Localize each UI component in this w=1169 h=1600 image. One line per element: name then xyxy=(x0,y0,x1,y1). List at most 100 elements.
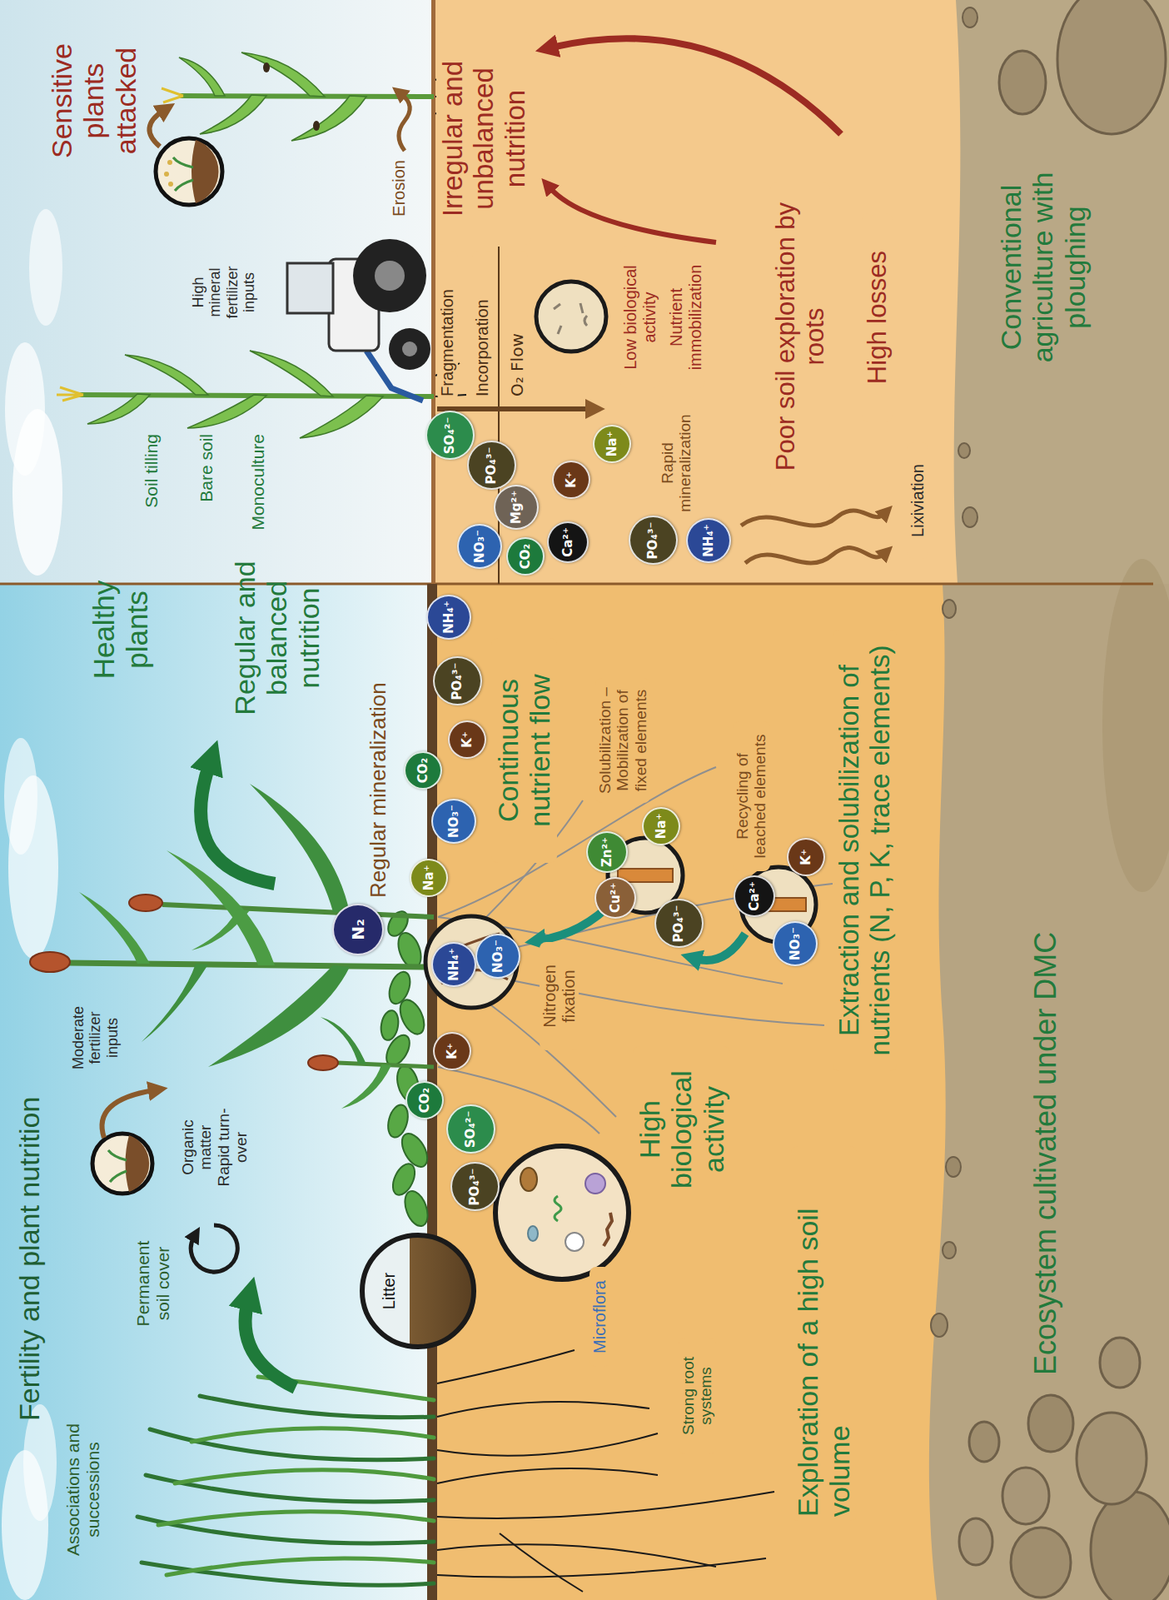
ion-circle: K⁺ xyxy=(432,1031,472,1070)
ion-circle: PO₄³⁻ xyxy=(654,899,704,949)
annotation-label: Associations and successions xyxy=(63,1399,103,1579)
leaf xyxy=(400,1187,433,1229)
soil-detail xyxy=(553,303,587,334)
grass-roots xyxy=(437,1349,775,1592)
rock xyxy=(1090,1491,1169,1600)
soil xyxy=(433,583,1169,1600)
pebble xyxy=(945,1156,961,1177)
leaf xyxy=(179,57,225,96)
leaf xyxy=(241,52,325,97)
insect xyxy=(263,62,270,73)
wheel xyxy=(388,328,431,370)
node-text: Ca²⁺ xyxy=(561,527,576,558)
rock-shadow xyxy=(1102,558,1169,892)
node-text: Litter xyxy=(379,1268,398,1313)
rock xyxy=(1028,1394,1074,1452)
node-text: Mg²⁺ xyxy=(509,490,524,524)
leaching-arrow xyxy=(741,510,885,526)
fertilizer-soil xyxy=(191,139,219,204)
erosion-arrow xyxy=(398,94,410,151)
rock xyxy=(1057,0,1166,135)
node-text: NO₃⁻ xyxy=(788,926,803,961)
input-arrow xyxy=(149,110,164,147)
grass-blade xyxy=(141,1561,434,1585)
ion-circle: PO₄³⁻ xyxy=(628,516,678,566)
rock xyxy=(1076,1412,1147,1504)
panicle xyxy=(129,894,163,911)
granule xyxy=(164,171,170,177)
rock xyxy=(969,1421,1000,1462)
turnover-arrow xyxy=(190,1224,238,1272)
annotation-label: High mineral fertilizer inputs xyxy=(189,250,258,334)
leaf xyxy=(208,965,350,1067)
annotation-label: Extraction and solubilization of nutrien… xyxy=(832,629,897,1071)
leaf xyxy=(299,395,384,438)
grass-blade xyxy=(158,1511,434,1525)
node-text: CO₂ xyxy=(417,1087,433,1113)
maize-plant xyxy=(161,52,463,141)
rock xyxy=(1010,1527,1071,1597)
annotation-label: Irregular and unbalanced nutrition xyxy=(436,32,532,245)
hub xyxy=(402,341,418,357)
microbe xyxy=(603,1212,612,1246)
leaf xyxy=(341,1064,392,1109)
tassel xyxy=(161,88,184,103)
annotation-label: Sensitive plants attacked xyxy=(45,17,142,185)
hub xyxy=(374,260,405,291)
ion-circle: CO₂ xyxy=(506,537,545,576)
leaf xyxy=(378,1009,401,1042)
node-text: PO₄³⁻ xyxy=(467,1168,483,1206)
sky xyxy=(0,0,434,584)
microbe xyxy=(554,1195,562,1221)
node-text: Na⁺ xyxy=(605,431,620,458)
root xyxy=(437,1543,717,1567)
ion-circle: NO₃⁻ xyxy=(431,798,477,844)
node-text: Ca²⁺ xyxy=(747,880,762,911)
ion-circle: CO₂ xyxy=(405,1080,444,1120)
leaf xyxy=(291,95,367,141)
node-text: PO₄³⁻ xyxy=(671,905,687,943)
leaf xyxy=(249,350,334,397)
rock xyxy=(959,1517,993,1565)
leaf xyxy=(87,393,150,424)
cloud xyxy=(29,208,63,326)
ion-circle: Mg²⁺ xyxy=(493,484,539,530)
annotation-label: Monoculture xyxy=(248,433,269,568)
node-text: NH₄⁺ xyxy=(442,600,457,634)
panicle xyxy=(29,951,70,972)
input-arrow xyxy=(102,1089,155,1138)
ion-circle: Ca²⁺ xyxy=(733,875,776,917)
ion-circle: NH₄⁺ xyxy=(686,517,732,563)
annotation-label: Lixiviation xyxy=(907,442,929,559)
ion-circle: Cu²⁺ xyxy=(594,876,637,919)
ion-circle: N₂ xyxy=(332,903,384,956)
annotation-label: Permanent soil cover xyxy=(133,1228,173,1338)
annotation-label: O₂ Flow xyxy=(507,250,528,401)
ion-circle: NH₄⁺ xyxy=(431,941,477,987)
annotation-label: High losses xyxy=(861,213,893,422)
annotation-label: Ecosystem cultivated under DMC xyxy=(1029,808,1064,1375)
ion-circle: SO₄²⁻ xyxy=(446,1104,496,1155)
soil xyxy=(433,0,1169,584)
root xyxy=(437,1349,575,1383)
ion-circle: Zn²⁺ xyxy=(586,830,628,873)
ion-circle: NO₃⁻ xyxy=(457,523,503,569)
node-text: N₂ xyxy=(348,918,368,941)
granule xyxy=(167,159,173,165)
sky xyxy=(0,583,434,1600)
annotation-label: Microflora xyxy=(589,1266,611,1367)
ion-circle: K⁺ xyxy=(786,837,826,876)
leaf xyxy=(199,94,267,135)
microbe xyxy=(520,1167,538,1191)
microbe xyxy=(565,1232,584,1251)
node-text: NH₄⁺ xyxy=(447,947,462,981)
annotation-label: Bare soil xyxy=(196,433,217,568)
node-text: PO₄³⁻ xyxy=(450,662,465,701)
node-text: NO₃⁻ xyxy=(447,804,462,838)
root xyxy=(437,1491,775,1518)
root xyxy=(437,1432,658,1456)
stalk xyxy=(162,904,434,917)
leaching-arrow xyxy=(745,547,885,563)
